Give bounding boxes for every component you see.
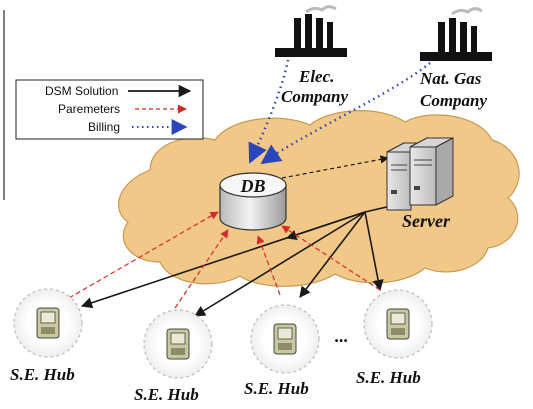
hub-4: [363, 289, 433, 359]
server-label: Server: [402, 211, 451, 231]
hub-2: [143, 309, 213, 379]
database-icon: [219, 172, 287, 231]
dsm-arrow-to-hub-3: [299, 211, 366, 298]
db-to-server-arrow: [281, 155, 389, 179]
elec-company-label-line1: Elec.: [298, 67, 334, 86]
meter-icon: [36, 307, 60, 339]
legend: DSM Solution Paremeters Billing: [15, 79, 204, 140]
elec-factory-icon: [275, 5, 347, 57]
dsm-arrows: [80, 203, 401, 317]
hub-3: [250, 304, 320, 374]
hub-4-label: S.E. Hub: [356, 368, 421, 387]
legend-billing-label: Billing: [88, 120, 120, 134]
parameter-arrows: [61, 211, 381, 309]
hub-ellipsis: ...: [335, 326, 349, 346]
param-arrow-hub-3: [256, 235, 281, 296]
meter-icon: [386, 308, 410, 340]
legend-dsm-label: DSM Solution: [45, 84, 118, 98]
server-icon: [386, 137, 454, 211]
hub-2-label: S.E. Hub: [134, 385, 199, 404]
gas-company-label-line1: Nat. Gas: [419, 69, 482, 88]
meter-icon: [166, 328, 190, 360]
legend-parameters-label: Paremeters: [58, 102, 120, 116]
dsm-arrow-to-hub-4: [364, 211, 384, 292]
gas-company-label-line2: Company: [420, 91, 488, 110]
elec-company-label-line2: Company: [281, 87, 349, 106]
param-arrow-hub-1: [61, 211, 219, 303]
meter-icon: [273, 323, 297, 355]
hub-1: [13, 288, 83, 358]
param-arrow-hub-4: [281, 225, 381, 291]
gas-factory-icon: [420, 7, 492, 61]
dsm-arrow-to-hub-1: [80, 211, 366, 309]
hub-1-label: S.E. Hub: [10, 365, 75, 384]
hub-3-label: S.E. Hub: [244, 379, 309, 398]
dsm-arrow-to-hub-2: [194, 211, 366, 317]
db-label: DB: [239, 176, 265, 196]
